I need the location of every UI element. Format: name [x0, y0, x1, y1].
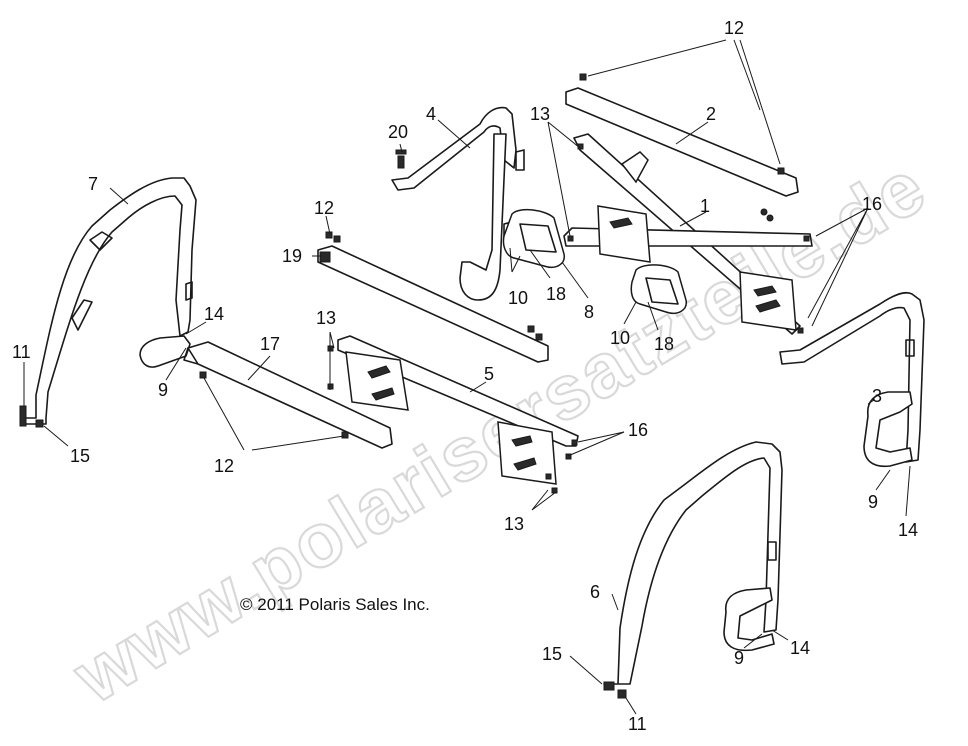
callout-16-top: 16	[862, 194, 882, 214]
copyright-text: © 2011 Polaris Sales Inc.	[240, 595, 430, 614]
callout-16-bot: 16	[628, 420, 648, 440]
part-2-upper-rear-bar	[565, 73, 799, 197]
part-8-mirror-left	[502, 208, 565, 268]
callout-11-bot: 11	[628, 714, 647, 734]
callout-6: 6	[590, 582, 600, 602]
callout-11-left: 11	[12, 342, 31, 362]
part-8-mirror-right	[630, 264, 687, 314]
part-1-x-brace	[563, 133, 813, 335]
callout-5: 5	[484, 364, 494, 384]
callout-4: 4	[426, 104, 436, 124]
callout-13-bot: 13	[504, 514, 524, 534]
part-19-middle-bar	[317, 231, 549, 363]
callout-15-bot: 15	[542, 644, 562, 664]
part-4-upper-bar	[391, 106, 525, 301]
part-3-rops-rear-right	[779, 291, 925, 468]
callout-3: 3	[872, 386, 882, 406]
callout-10-b: 10	[610, 328, 630, 348]
callout-12-top: 12	[724, 18, 744, 38]
callout-14-bot: 14	[790, 638, 810, 658]
callout-13-mid: 13	[316, 308, 336, 328]
part-17-lower-cross-tube	[183, 341, 393, 449]
leader-lines	[23, 39, 911, 715]
part-7-rops-front-left	[19, 177, 197, 428]
callout-15-left: 15	[70, 446, 90, 466]
callout-13-top: 13	[530, 104, 550, 124]
callout-12-bot: 12	[214, 456, 234, 476]
callout-19: 19	[282, 246, 302, 266]
callout-18-a: 18	[546, 284, 566, 304]
callout-10-a: 10	[508, 288, 528, 308]
callout-14-right: 14	[898, 520, 918, 540]
callout-9-bot: 9	[734, 648, 744, 668]
callout-9-right: 9	[868, 492, 878, 512]
callout-9-left: 9	[158, 380, 168, 400]
callout-8: 8	[584, 302, 594, 322]
callout-7: 7	[88, 174, 98, 194]
callout-1: 1	[700, 196, 710, 216]
callout-2: 2	[706, 104, 716, 124]
callout-20: 20	[388, 122, 408, 142]
part-5-lower-bracket	[327, 335, 579, 494]
callouts: 12 2 13 1 16 20 4 12 19 10 18 8 10 18 7 …	[12, 18, 918, 734]
callout-12-mid: 12	[314, 198, 334, 218]
callout-17: 17	[260, 334, 280, 354]
callout-18-b: 18	[654, 334, 674, 354]
part-6-rops-rear-left	[603, 441, 783, 699]
callout-14-left: 14	[204, 304, 224, 324]
